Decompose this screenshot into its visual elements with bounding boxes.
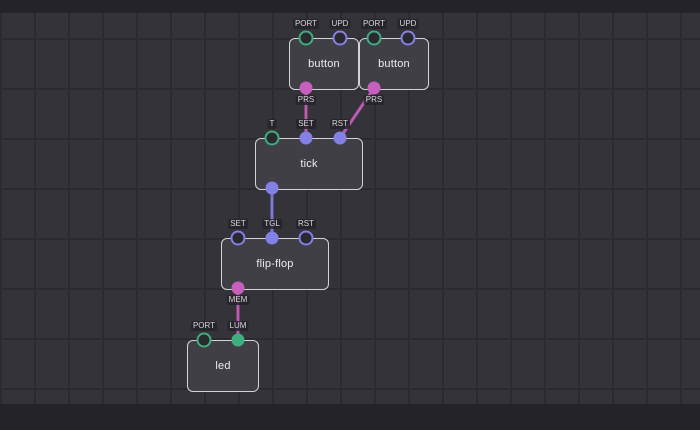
pin-flip-flop-set[interactable] bbox=[230, 230, 246, 246]
pin-label-flip-flop-set: SET bbox=[228, 219, 248, 229]
pin-led-port[interactable] bbox=[196, 332, 212, 348]
node-title: button bbox=[378, 58, 410, 70]
pin-label-led-lum: LUM bbox=[227, 321, 249, 331]
pin-button-1-upd[interactable] bbox=[332, 30, 348, 46]
pin-tick-out[interactable] bbox=[265, 181, 279, 195]
pin-button-1-prs[interactable] bbox=[299, 81, 313, 95]
node-button-1[interactable]: button bbox=[289, 38, 359, 90]
pin-label-flip-flop-mem: MEM bbox=[226, 295, 250, 305]
pin-tick-rst[interactable] bbox=[333, 131, 347, 145]
pin-label-button-2-upd: UPD bbox=[397, 19, 419, 29]
pin-button-2-upd[interactable] bbox=[400, 30, 416, 46]
node-title: flip-flop bbox=[256, 258, 294, 270]
pin-led-lum[interactable] bbox=[231, 333, 245, 347]
pin-button-2-port[interactable] bbox=[366, 30, 382, 46]
node-title: button bbox=[308, 58, 340, 70]
node-tick[interactable]: tick bbox=[255, 138, 363, 190]
node-title: led bbox=[215, 360, 231, 372]
pin-tick-t[interactable] bbox=[264, 130, 280, 146]
pin-flip-flop-mem[interactable] bbox=[231, 281, 245, 295]
pin-label-flip-flop-rst: RST bbox=[296, 219, 316, 229]
pin-label-button-1-upd: UPD bbox=[329, 19, 351, 29]
pin-label-flip-flop-tgl: TGL bbox=[262, 219, 282, 229]
pin-flip-flop-tgl[interactable] bbox=[265, 231, 279, 245]
pin-flip-flop-rst[interactable] bbox=[298, 230, 314, 246]
node-button-2[interactable]: button bbox=[359, 38, 429, 90]
pin-label-tick-rst: RST bbox=[330, 119, 350, 129]
node-led[interactable]: led bbox=[187, 340, 259, 392]
pin-label-button-1-prs: PRS bbox=[295, 95, 317, 105]
node-flip-flop[interactable]: flip-flop bbox=[221, 238, 329, 290]
pin-button-1-port[interactable] bbox=[298, 30, 314, 46]
pin-label-tick-t: T bbox=[267, 119, 277, 129]
pin-label-button-2-port: PORT bbox=[360, 19, 388, 29]
pin-label-button-2-prs: PRS bbox=[363, 95, 385, 105]
pin-label-led-port: PORT bbox=[190, 321, 218, 331]
pin-button-2-prs[interactable] bbox=[367, 81, 381, 95]
pin-label-tick-set: SET bbox=[296, 119, 316, 129]
pin-label-button-1-port: PORT bbox=[292, 19, 320, 29]
node-title: tick bbox=[300, 158, 318, 170]
pin-tick-set[interactable] bbox=[299, 131, 313, 145]
